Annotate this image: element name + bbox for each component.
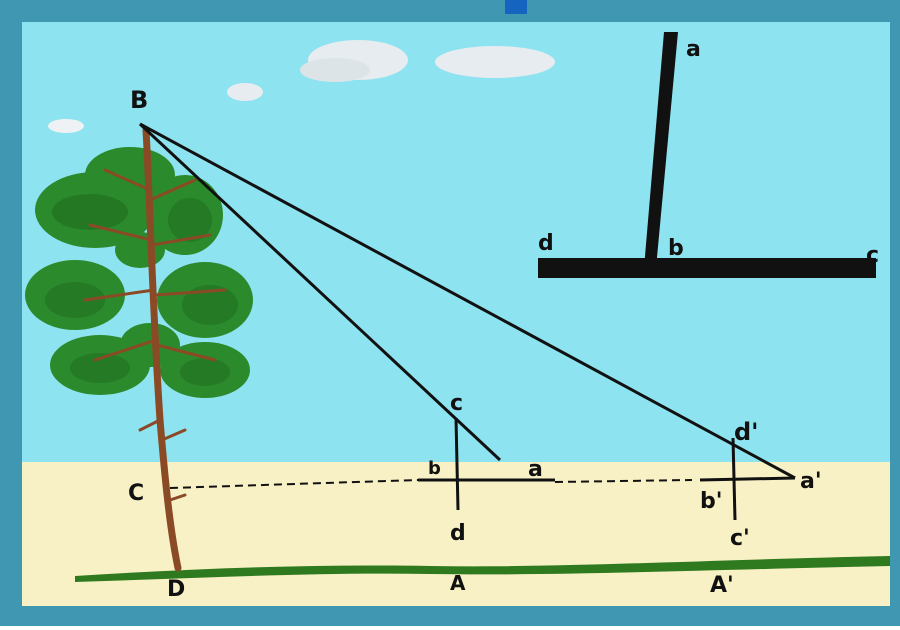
cross-tool-diagram: [538, 32, 876, 278]
clouds: [48, 40, 555, 133]
dashed-line-a-to-b-prime: [554, 479, 693, 483]
label-B: B: [130, 86, 148, 114]
label-A: A: [450, 571, 466, 595]
label-A-prime: A': [710, 573, 734, 598]
label-C: C: [128, 481, 144, 506]
tool-label-d: d: [538, 231, 554, 256]
dashed-line-C-to-b: [169, 479, 419, 489]
cross-instrument-2: [699, 437, 796, 521]
tool-label-c: c: [866, 243, 879, 268]
label-b-prime: b': [700, 489, 722, 514]
label-c-prime: c': [730, 526, 750, 551]
label-d-prime: d': [734, 418, 759, 446]
frame-top-notch: [505, 0, 527, 14]
label-D: D: [167, 577, 185, 602]
label-b: b: [428, 458, 441, 479]
tree-trunk: [83, 126, 227, 572]
label-d: d: [450, 521, 466, 546]
sight-line-B-to-a: [138, 122, 502, 462]
cross-instrument-1: [418, 417, 555, 511]
sight-line-B-to-a-prime: [139, 122, 796, 480]
label-a: a: [528, 457, 543, 482]
label-c: c: [450, 391, 463, 416]
tool-label-a: a: [686, 37, 701, 62]
tool-label-b: b: [668, 236, 684, 261]
grass-line: [75, 556, 890, 582]
label-a-prime: a': [800, 469, 822, 494]
